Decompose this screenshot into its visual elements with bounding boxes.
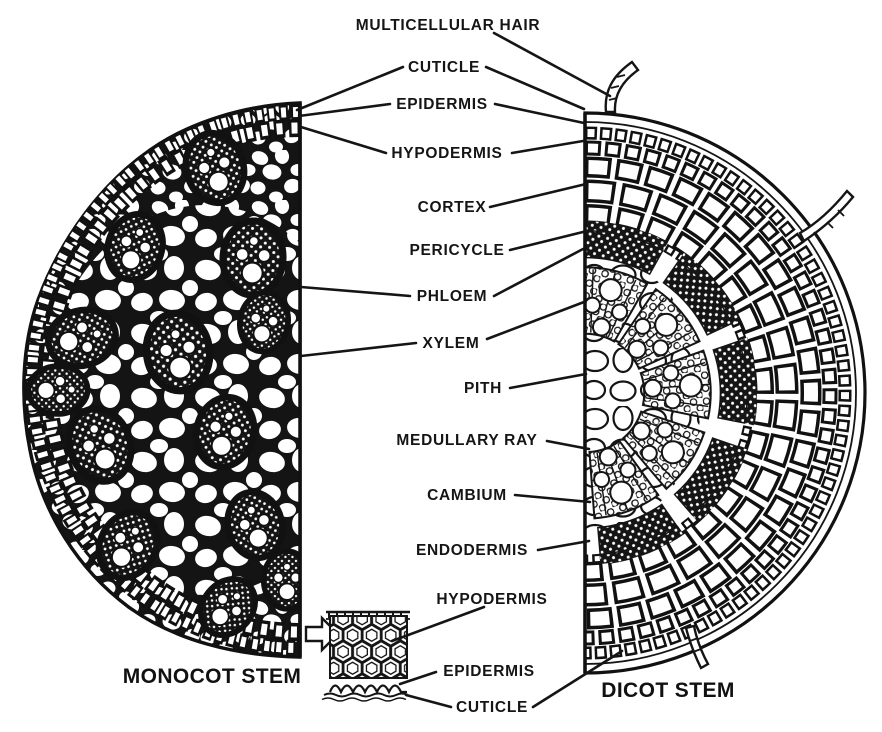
label-pericycle: PERICYCLE (409, 242, 504, 259)
leader-medullary-ray (545, 439, 591, 451)
inset-cuticle-line-2 (321, 697, 407, 702)
dicot-stem-illustration (583, 60, 867, 675)
label-multicellular-hair: MULTICELLULAR HAIR (356, 17, 541, 34)
leader-multicellular-hair (492, 31, 612, 98)
leader-xylem-left (299, 341, 418, 358)
leader-pericycle (508, 229, 589, 252)
label-inset-epidermis: EPIDERMIS (443, 663, 535, 680)
label-xylem: XYLEM (423, 335, 480, 352)
leader-cuticle-right (484, 65, 586, 111)
vascular-bundle (28, 365, 89, 415)
label-epidermis: EPIDERMIS (396, 96, 488, 113)
label-cuticle: CUTICLE (408, 59, 480, 76)
label-inset-cuticle: CUTICLE (456, 699, 528, 716)
caption-dicot-stem: DICOT STEM (601, 679, 735, 702)
dicot-cuticle-line (585, 121, 857, 665)
leader-pith (508, 372, 588, 390)
multicellular-hair-top (604, 60, 640, 114)
leader-hypodermis-left (299, 125, 388, 155)
leader-endodermis (536, 539, 591, 552)
inset-epidermis-cells (328, 684, 407, 695)
label-hypodermis: HYPODERMIS (391, 145, 502, 162)
dicot-epidermis-cells (585, 126, 852, 660)
inset-hypodermis-cells (329, 615, 408, 679)
label-inset-hypodermis: HYPODERMIS (436, 591, 547, 608)
leader-cuticle-left (295, 65, 405, 112)
label-medullary-ray: MEDULLARY RAY (396, 432, 537, 449)
leader-epidermis-right (493, 102, 586, 125)
leader-inset-epidermis (398, 670, 438, 686)
leader-inset-cuticle-right (531, 649, 624, 709)
label-endodermis: ENDODERMIS (416, 542, 528, 559)
leader-hypodermis-right (510, 139, 585, 155)
multicellular-hair-bottom (684, 624, 710, 670)
multicellular-hair-right (798, 189, 855, 243)
labels: MULTICELLULAR HAIR CUTICLE EPIDERMIS HYP… (123, 17, 735, 716)
leader-lines (295, 31, 624, 709)
leader-epidermis-left (297, 102, 392, 118)
leader-cortex (488, 182, 588, 209)
dicot-cortex-cells (585, 156, 822, 630)
leader-inset-hypodermis (390, 605, 486, 643)
dicot-hypodermis-cells (585, 140, 838, 646)
label-phloem: PHLOEM (417, 288, 488, 305)
label-pith: PITH (464, 380, 502, 397)
leader-xylem-right (485, 300, 586, 341)
monocot-stem-illustration (22, 101, 311, 659)
vascular-bundle (221, 219, 285, 296)
leader-cambium (513, 493, 592, 504)
leader-phloem-left (299, 285, 412, 298)
label-cambium: CAMBIUM (427, 487, 507, 504)
inset-magnified-epidermis (304, 610, 410, 702)
leader-phloem-right (492, 247, 585, 298)
inset-cuticle-line (323, 692, 409, 698)
caption-monocot-stem: MONOCOT STEM (123, 665, 302, 688)
vascular-bundle (264, 551, 311, 609)
leader-inset-cuticle-left (404, 693, 453, 709)
label-cortex: CORTEX (418, 199, 487, 216)
